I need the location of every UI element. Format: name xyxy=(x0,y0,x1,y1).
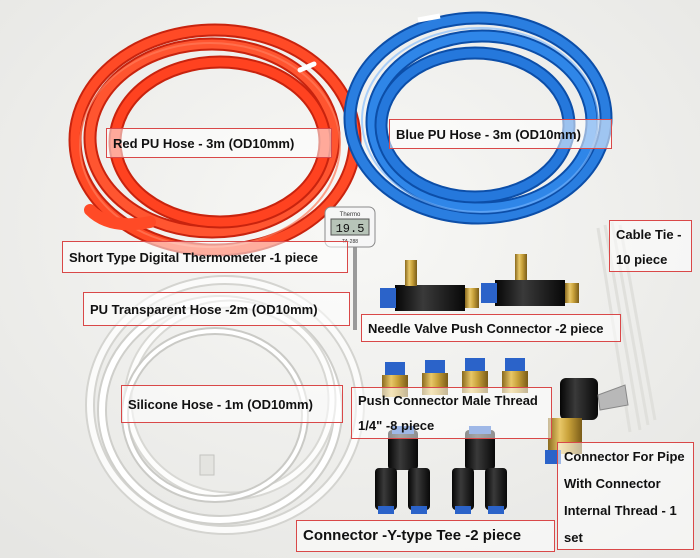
label-red-hose: Red PU Hose - 3m (OD10mm) xyxy=(106,128,332,158)
thermometer-model: TA-288 xyxy=(342,239,358,245)
thermometer-brand: Thermo xyxy=(340,212,361,218)
label-cable-tie: Cable Tie - 10 piece xyxy=(609,220,692,272)
thermometer-reading: 19.5 xyxy=(336,222,365,236)
label-thermometer: Short Type Digital Thermometer -1 piece xyxy=(62,241,348,273)
needle-valve-connectors xyxy=(380,254,579,311)
label-silicone-hose: Silicone Hose - 1m (OD10mm) xyxy=(121,385,343,423)
needle-valve xyxy=(481,254,579,306)
y-type-tee-connectors xyxy=(375,426,507,514)
label-push-connector: Push Connector Male Thread 1/4" -8 piece xyxy=(351,387,552,439)
needle-valve xyxy=(380,260,479,311)
label-pipe-connector: Connector For Pipe With Connector Intern… xyxy=(557,442,694,550)
label-blue-hose: Blue PU Hose - 3m (OD10mm) xyxy=(389,119,612,149)
digital-thermometer: Thermo 19.5 TA-288 xyxy=(324,206,376,330)
label-transparent-hose: PU Transparent Hose -2m (OD10mm) xyxy=(83,292,350,326)
label-needle-valve: Needle Valve Push Connector -2 piece xyxy=(361,314,621,342)
y-tee xyxy=(375,426,430,514)
label-y-tee: Connector -Y-type Tee -2 piece xyxy=(296,520,555,552)
